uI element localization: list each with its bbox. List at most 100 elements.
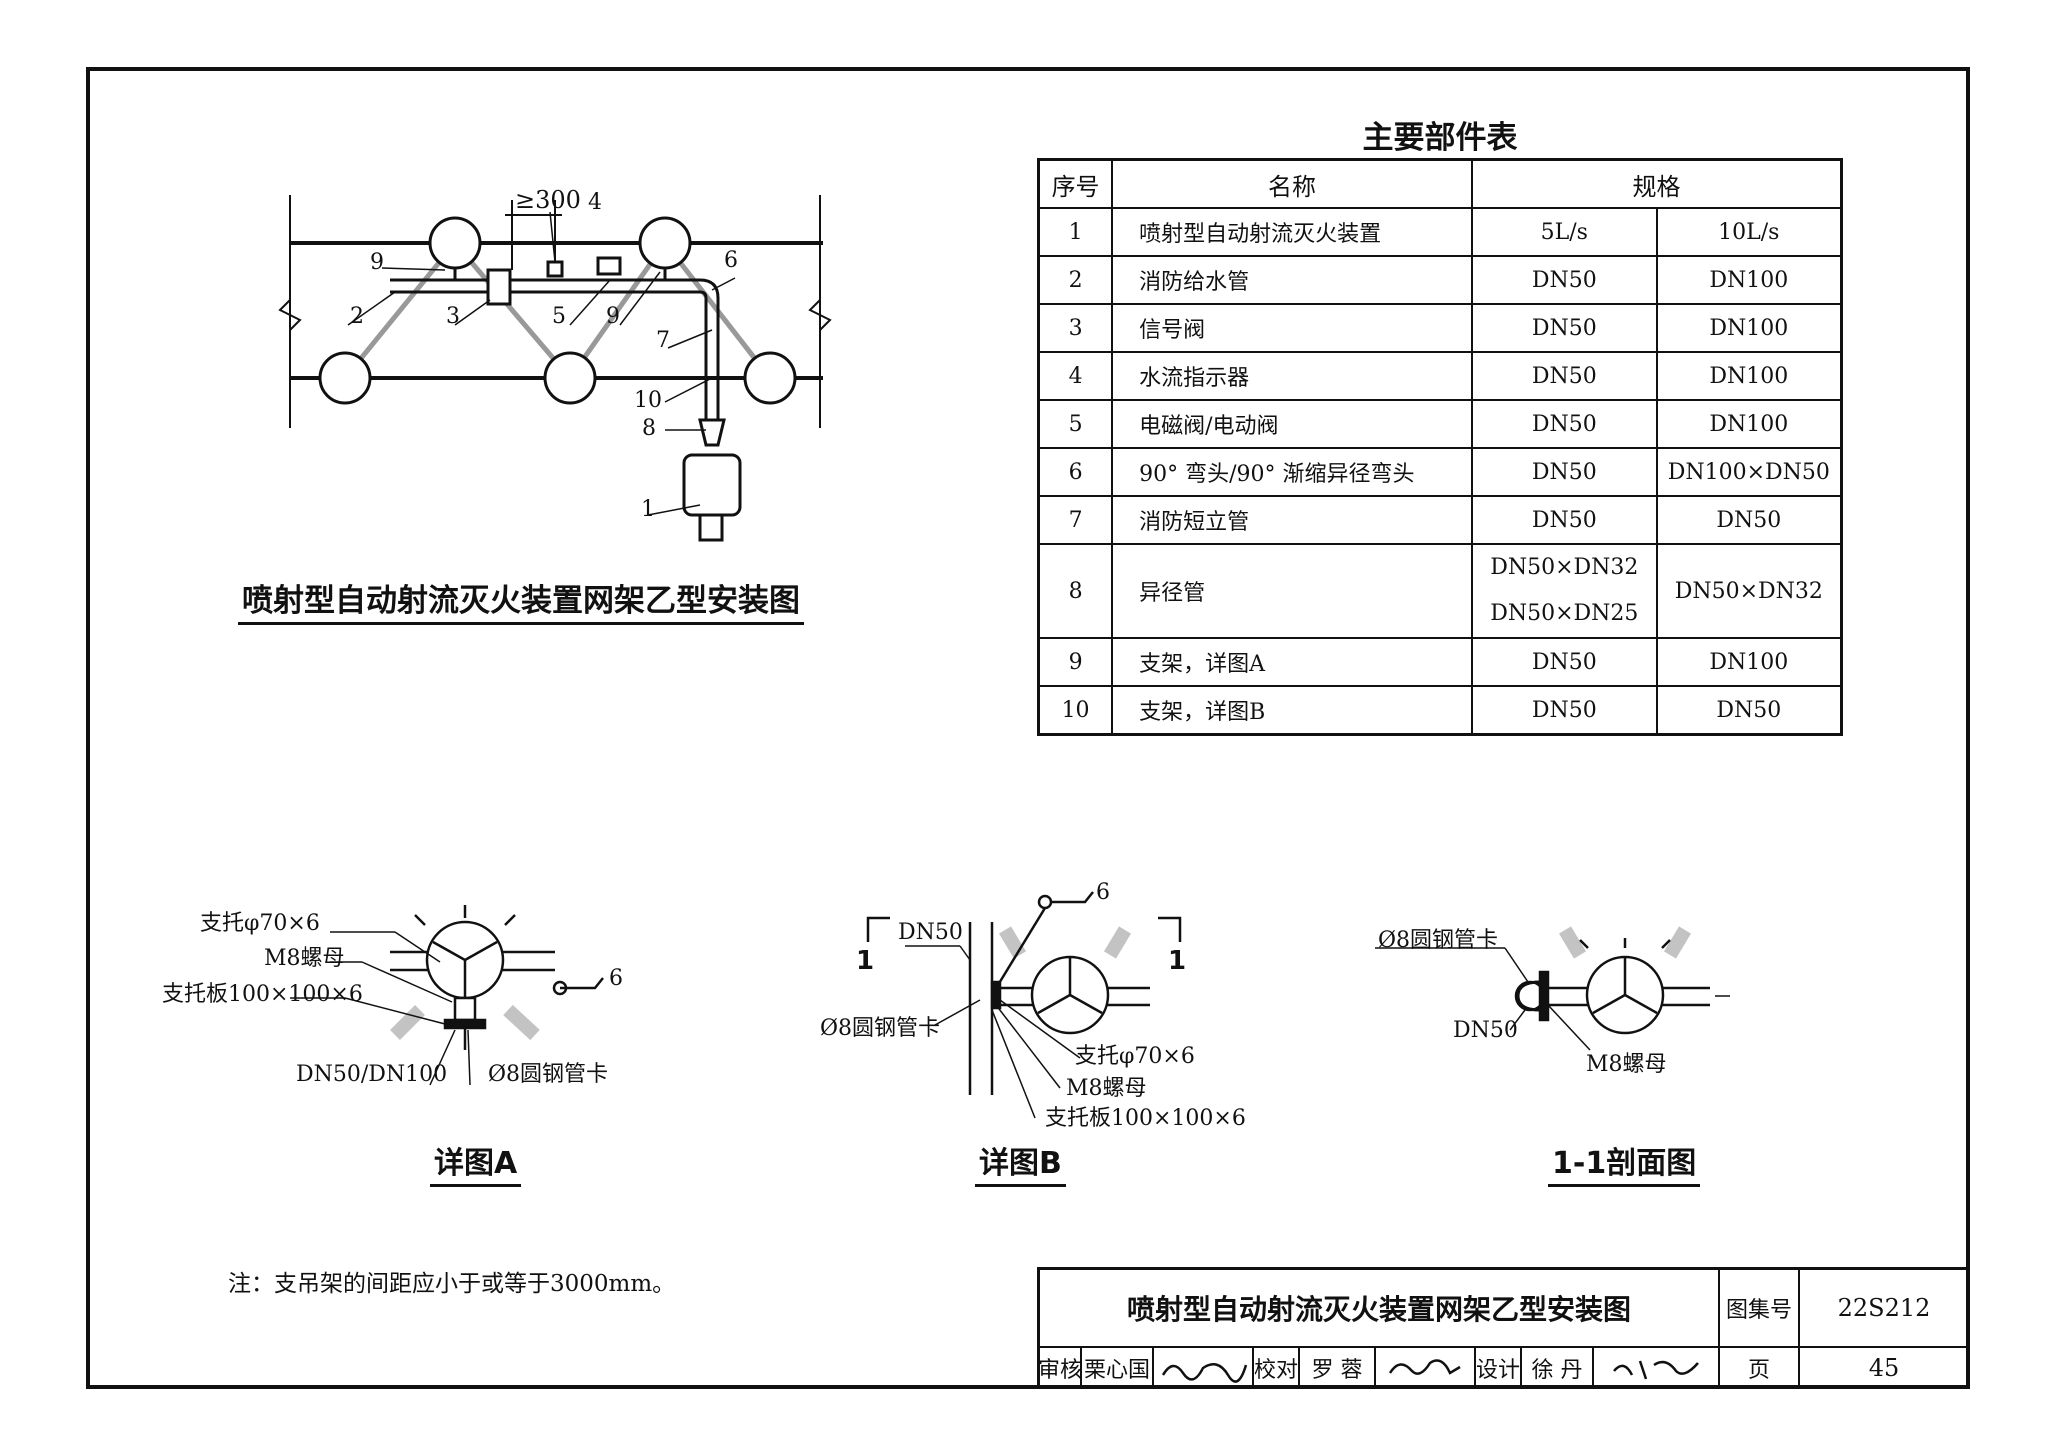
detail-b-nut-label: M8螺母: [1066, 1076, 1147, 1101]
row-spec-b: DN50×DN32: [1655, 543, 1843, 639]
callout-7: 7: [656, 328, 670, 353]
reviewer-signature: [1154, 1348, 1254, 1389]
drawing-frame: [86, 67, 1970, 1389]
detail-b-caption: 详图B: [975, 1138, 1066, 1187]
title-block-atlas-label: 图集号: [1720, 1270, 1800, 1348]
callout-9a: 9: [370, 250, 384, 275]
row-spec-b: 10L/s: [1655, 207, 1843, 257]
callout-8: 8: [642, 416, 656, 441]
row-no: 6: [1037, 447, 1114, 497]
callout-3: 3: [446, 304, 460, 329]
section-mark-left: 1: [856, 946, 875, 976]
row-spec-a: DN50: [1470, 351, 1658, 401]
checker-signature-mark: [1388, 1358, 1461, 1375]
row-spec-b: DN100: [1655, 303, 1843, 353]
page-number: 45: [1800, 1348, 1970, 1389]
row-spec-a: DN50: [1470, 447, 1658, 497]
row-name: 支架，详图A: [1111, 637, 1473, 687]
detail-b-pipe-label: DN50: [898, 920, 963, 945]
review-label: 审核: [1038, 1348, 1082, 1389]
detail-a-bracket-label: 支托φ70×6: [200, 911, 320, 936]
row-spec-a: DN50: [1470, 685, 1658, 736]
note-text: 注：支吊架的间距应小于或等于3000mm。: [228, 1271, 676, 1297]
design-label: 设计: [1476, 1348, 1522, 1389]
section-nut-label: M8螺母: [1586, 1052, 1667, 1077]
row-spec-a: DN50: [1470, 399, 1658, 449]
row-spec-a-line2: DN50×DN25: [1490, 601, 1639, 626]
designer-signature-mark: [1613, 1360, 1699, 1379]
row-name: 水流指示器: [1111, 351, 1473, 401]
main-figure-caption: 喷射型自动射流灭火装置网架乙型安装图: [238, 575, 804, 625]
detail-b-bracket-label: 支托φ70×6: [1075, 1044, 1195, 1069]
section-mark-right: 1: [1168, 946, 1187, 976]
reviewer-name: 栗心国: [1082, 1348, 1154, 1389]
detail-b-plate-label: 支托板100×100×6: [1045, 1106, 1246, 1131]
row-name: 消防给水管: [1111, 255, 1473, 305]
dim-300-label: ≥300: [515, 186, 581, 214]
table-header-row: 序号 名称 规格: [1037, 158, 1843, 209]
row-no: 7: [1037, 495, 1114, 545]
page-label: 页: [1720, 1348, 1800, 1389]
row-name: 消防短立管: [1111, 495, 1473, 545]
row-spec-b: DN100: [1655, 351, 1843, 401]
callout-2: 2: [350, 304, 364, 329]
callout-9b: 9: [606, 304, 620, 329]
checker-name: 罗 蓉: [1300, 1348, 1376, 1389]
row-no: 10: [1037, 685, 1114, 736]
row-no: 9: [1037, 637, 1114, 687]
row-spec-b: DN50: [1655, 495, 1843, 545]
row-no: 8: [1037, 543, 1114, 639]
row-spec-a-line1: DN50×DN32: [1490, 555, 1639, 580]
row-no: 2: [1037, 255, 1114, 305]
designer-signature: [1594, 1348, 1720, 1389]
detail-a-plate-label: 支托板100×100×6: [162, 982, 363, 1007]
callout-4: 4: [588, 190, 602, 215]
detail-a-caption: 详图A: [430, 1138, 522, 1187]
row-spec-a: DN50: [1470, 303, 1658, 353]
row-no: 4: [1037, 351, 1114, 401]
row-spec-b: DN100: [1655, 255, 1843, 305]
section-pipe-label: DN50: [1453, 1018, 1518, 1043]
detail-b-clamp-label: Ø8圆钢管卡: [820, 1016, 941, 1041]
row-spec-a: DN50: [1470, 255, 1658, 305]
callout-6: 6: [724, 248, 738, 273]
row-no: 3: [1037, 303, 1114, 353]
row-spec-a: DN50: [1470, 637, 1658, 687]
header-spec: 规格: [1470, 158, 1843, 209]
header-no: 序号: [1037, 158, 1114, 209]
callout-1: 1: [641, 497, 655, 522]
section-clamp-label: Ø8圆钢管卡: [1378, 928, 1499, 953]
row-no: 1: [1037, 207, 1114, 257]
reviewer-signature-mark: [1161, 1362, 1248, 1383]
detail-a-weld-label: 6: [609, 966, 623, 991]
row-name: 电磁阀/电动阀: [1111, 399, 1473, 449]
title-block-atlas-no: 22S212: [1800, 1270, 1970, 1348]
row-name: 异径管: [1111, 543, 1473, 639]
row-no: 5: [1037, 399, 1114, 449]
callout-10: 10: [634, 388, 662, 413]
row-spec-a: DN50: [1470, 495, 1658, 545]
section-caption: 1-1剖面图: [1548, 1138, 1701, 1187]
detail-b-weld-label: 6: [1096, 880, 1110, 905]
row-name: 支架，详图B: [1111, 685, 1473, 736]
check-label: 校对: [1254, 1348, 1300, 1389]
row-spec-b: DN100: [1655, 399, 1843, 449]
row-spec-b: DN100×DN50: [1655, 447, 1843, 497]
designer-name: 徐 丹: [1522, 1348, 1594, 1389]
table-title: 主要部件表: [1362, 120, 1518, 156]
row-spec-a: 5L/s: [1470, 207, 1658, 257]
checker-signature: [1376, 1348, 1476, 1389]
